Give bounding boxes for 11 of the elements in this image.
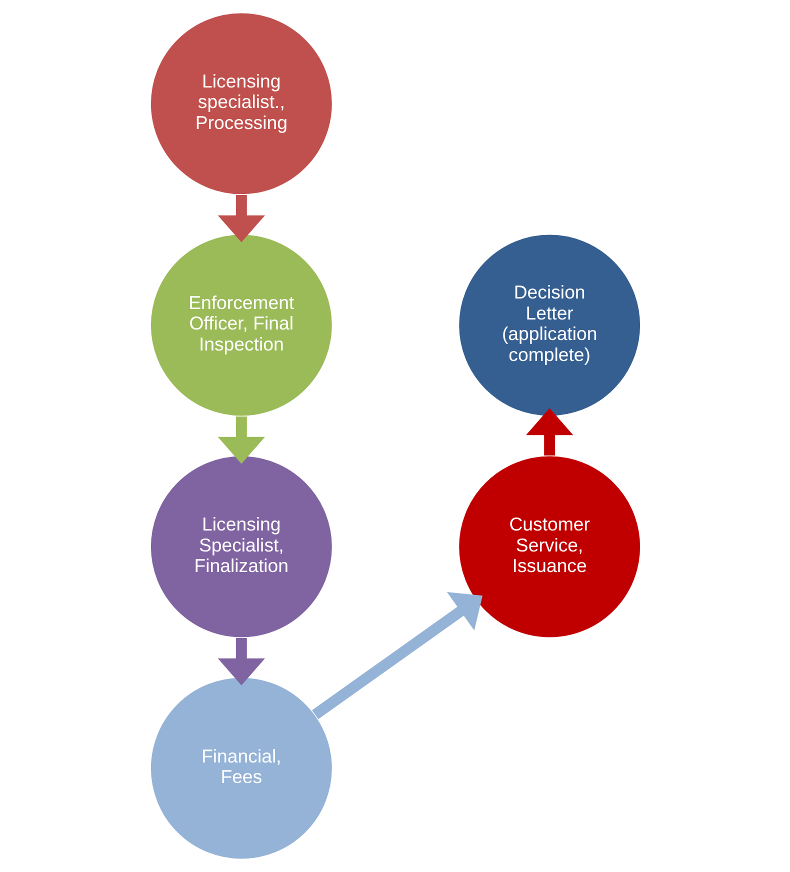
arrow — [525, 408, 573, 456]
node-circle: Decision Letter (application complete) — [458, 234, 641, 417]
node-circle: Financial, Fees — [149, 676, 332, 860]
arrow — [311, 592, 482, 720]
node-circle: Customer Service, Issuance — [458, 455, 641, 638]
node-circle: Enforcement Officer, Final Inspection — [149, 234, 332, 417]
node-circle: Licensing Specialist, Finalization — [149, 455, 332, 638]
arrow — [217, 194, 265, 242]
arrow — [217, 416, 265, 464]
node-circle: Licensing specialist., Processing — [149, 12, 332, 196]
arrow — [217, 638, 265, 686]
